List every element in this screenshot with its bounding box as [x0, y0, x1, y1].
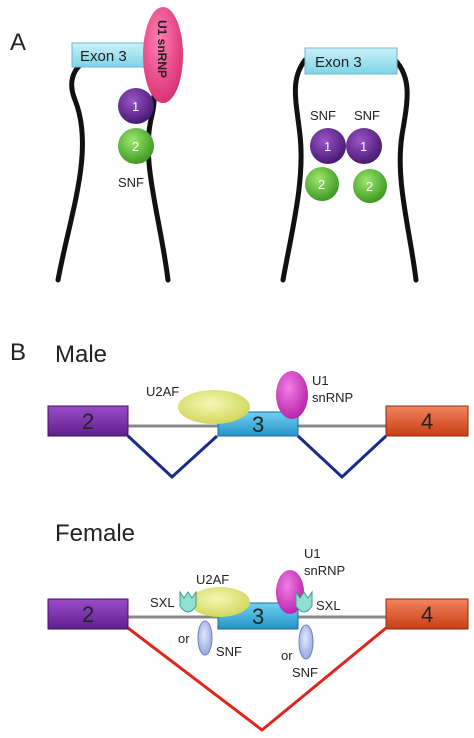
snf-domain-1a — [310, 128, 346, 164]
splice-path-2-4 — [127, 626, 387, 732]
snf-domain-1-label: 1 — [132, 99, 139, 114]
snf-label-right: SNF — [292, 665, 318, 680]
exon-4-label: 4 — [421, 602, 433, 627]
snf-domain-1 — [118, 88, 154, 124]
u2af-label: U2AF — [146, 384, 179, 399]
female-title: Female — [55, 520, 135, 547]
rna-strand-left — [55, 55, 95, 283]
u2af-label: U2AF — [196, 572, 229, 587]
snf-domain-1b — [346, 128, 382, 164]
exon-2-box — [47, 598, 129, 630]
exon-3-label: 3 — [252, 412, 264, 437]
exon-2-box — [47, 405, 129, 437]
u1-label-line1: U1 — [312, 373, 329, 388]
exon-3-label-left: Exon 3 — [80, 48, 127, 65]
rna-strand-left — [280, 57, 308, 283]
splice-path-3-4 — [296, 434, 388, 480]
panel-a-left-hairpin: Exon 3 U1 snRNP 1 2 SNF — [55, 7, 183, 283]
sxl-protein-left — [179, 590, 197, 613]
exon-3-label-right: Exon 3 — [315, 54, 362, 71]
exon-2-label: 2 — [82, 409, 94, 434]
u1-snrnp-label: U1 snRNP — [155, 20, 169, 78]
u1-label-line2: snRNP — [312, 390, 353, 405]
snf-label-left: SNF — [216, 644, 242, 659]
snf-domain-2a — [305, 167, 339, 201]
exon-4-label: 4 — [421, 409, 433, 434]
u1-snrnp-oval — [276, 371, 308, 419]
sxl-protein-right — [295, 590, 313, 613]
snf-domain-2b — [353, 169, 387, 203]
rna-strand-right — [392, 57, 419, 283]
female-splicing: Female 2 3 4 U2AF U1 snRNP SXL SXL or SN… — [47, 520, 469, 732]
exon-4-box — [385, 405, 469, 437]
u2af-oval — [178, 390, 250, 424]
panel-a-label: A — [10, 29, 26, 56]
exon-2-label: 2 — [82, 602, 94, 627]
snf-protein-right — [298, 624, 314, 660]
male-splicing: Male 2 3 4 U2AF U1 snRNP — [47, 341, 469, 480]
u2af-oval — [190, 587, 250, 617]
u1-label-line1: U1 — [304, 546, 321, 561]
snf-domain-2a-label: 2 — [318, 177, 325, 192]
or-label-left: or — [178, 631, 190, 646]
u1-snrnp-oval — [143, 7, 183, 103]
male-title: Male — [55, 341, 107, 368]
exon-3-box-right — [304, 47, 398, 75]
snf-domain-1b-label: 1 — [360, 139, 367, 154]
snf-domain-1a-label: 1 — [324, 139, 331, 154]
exon-4-box — [385, 598, 469, 630]
or-label-right: or — [281, 648, 293, 663]
sxl-label-right: SXL — [316, 598, 341, 613]
u1-label-line2: snRNP — [304, 563, 345, 578]
panel-b-label: B — [10, 339, 26, 366]
snf-domain-2b-label: 2 — [366, 179, 373, 194]
snf-protein-left — [197, 620, 213, 656]
exon-3-label: 3 — [252, 604, 264, 629]
splice-path-2-3 — [126, 434, 219, 480]
snf-label-left: SNF — [118, 175, 144, 190]
sxl-label-left: SXL — [150, 595, 175, 610]
snf-label-right-2: SNF — [354, 108, 380, 123]
snf-domain-2-label: 2 — [132, 139, 139, 154]
panel-a-right-hairpin: Exon 3 SNF SNF 1 1 2 2 — [280, 47, 419, 283]
snf-label-right-1: SNF — [310, 108, 336, 123]
snf-domain-2 — [118, 128, 154, 164]
